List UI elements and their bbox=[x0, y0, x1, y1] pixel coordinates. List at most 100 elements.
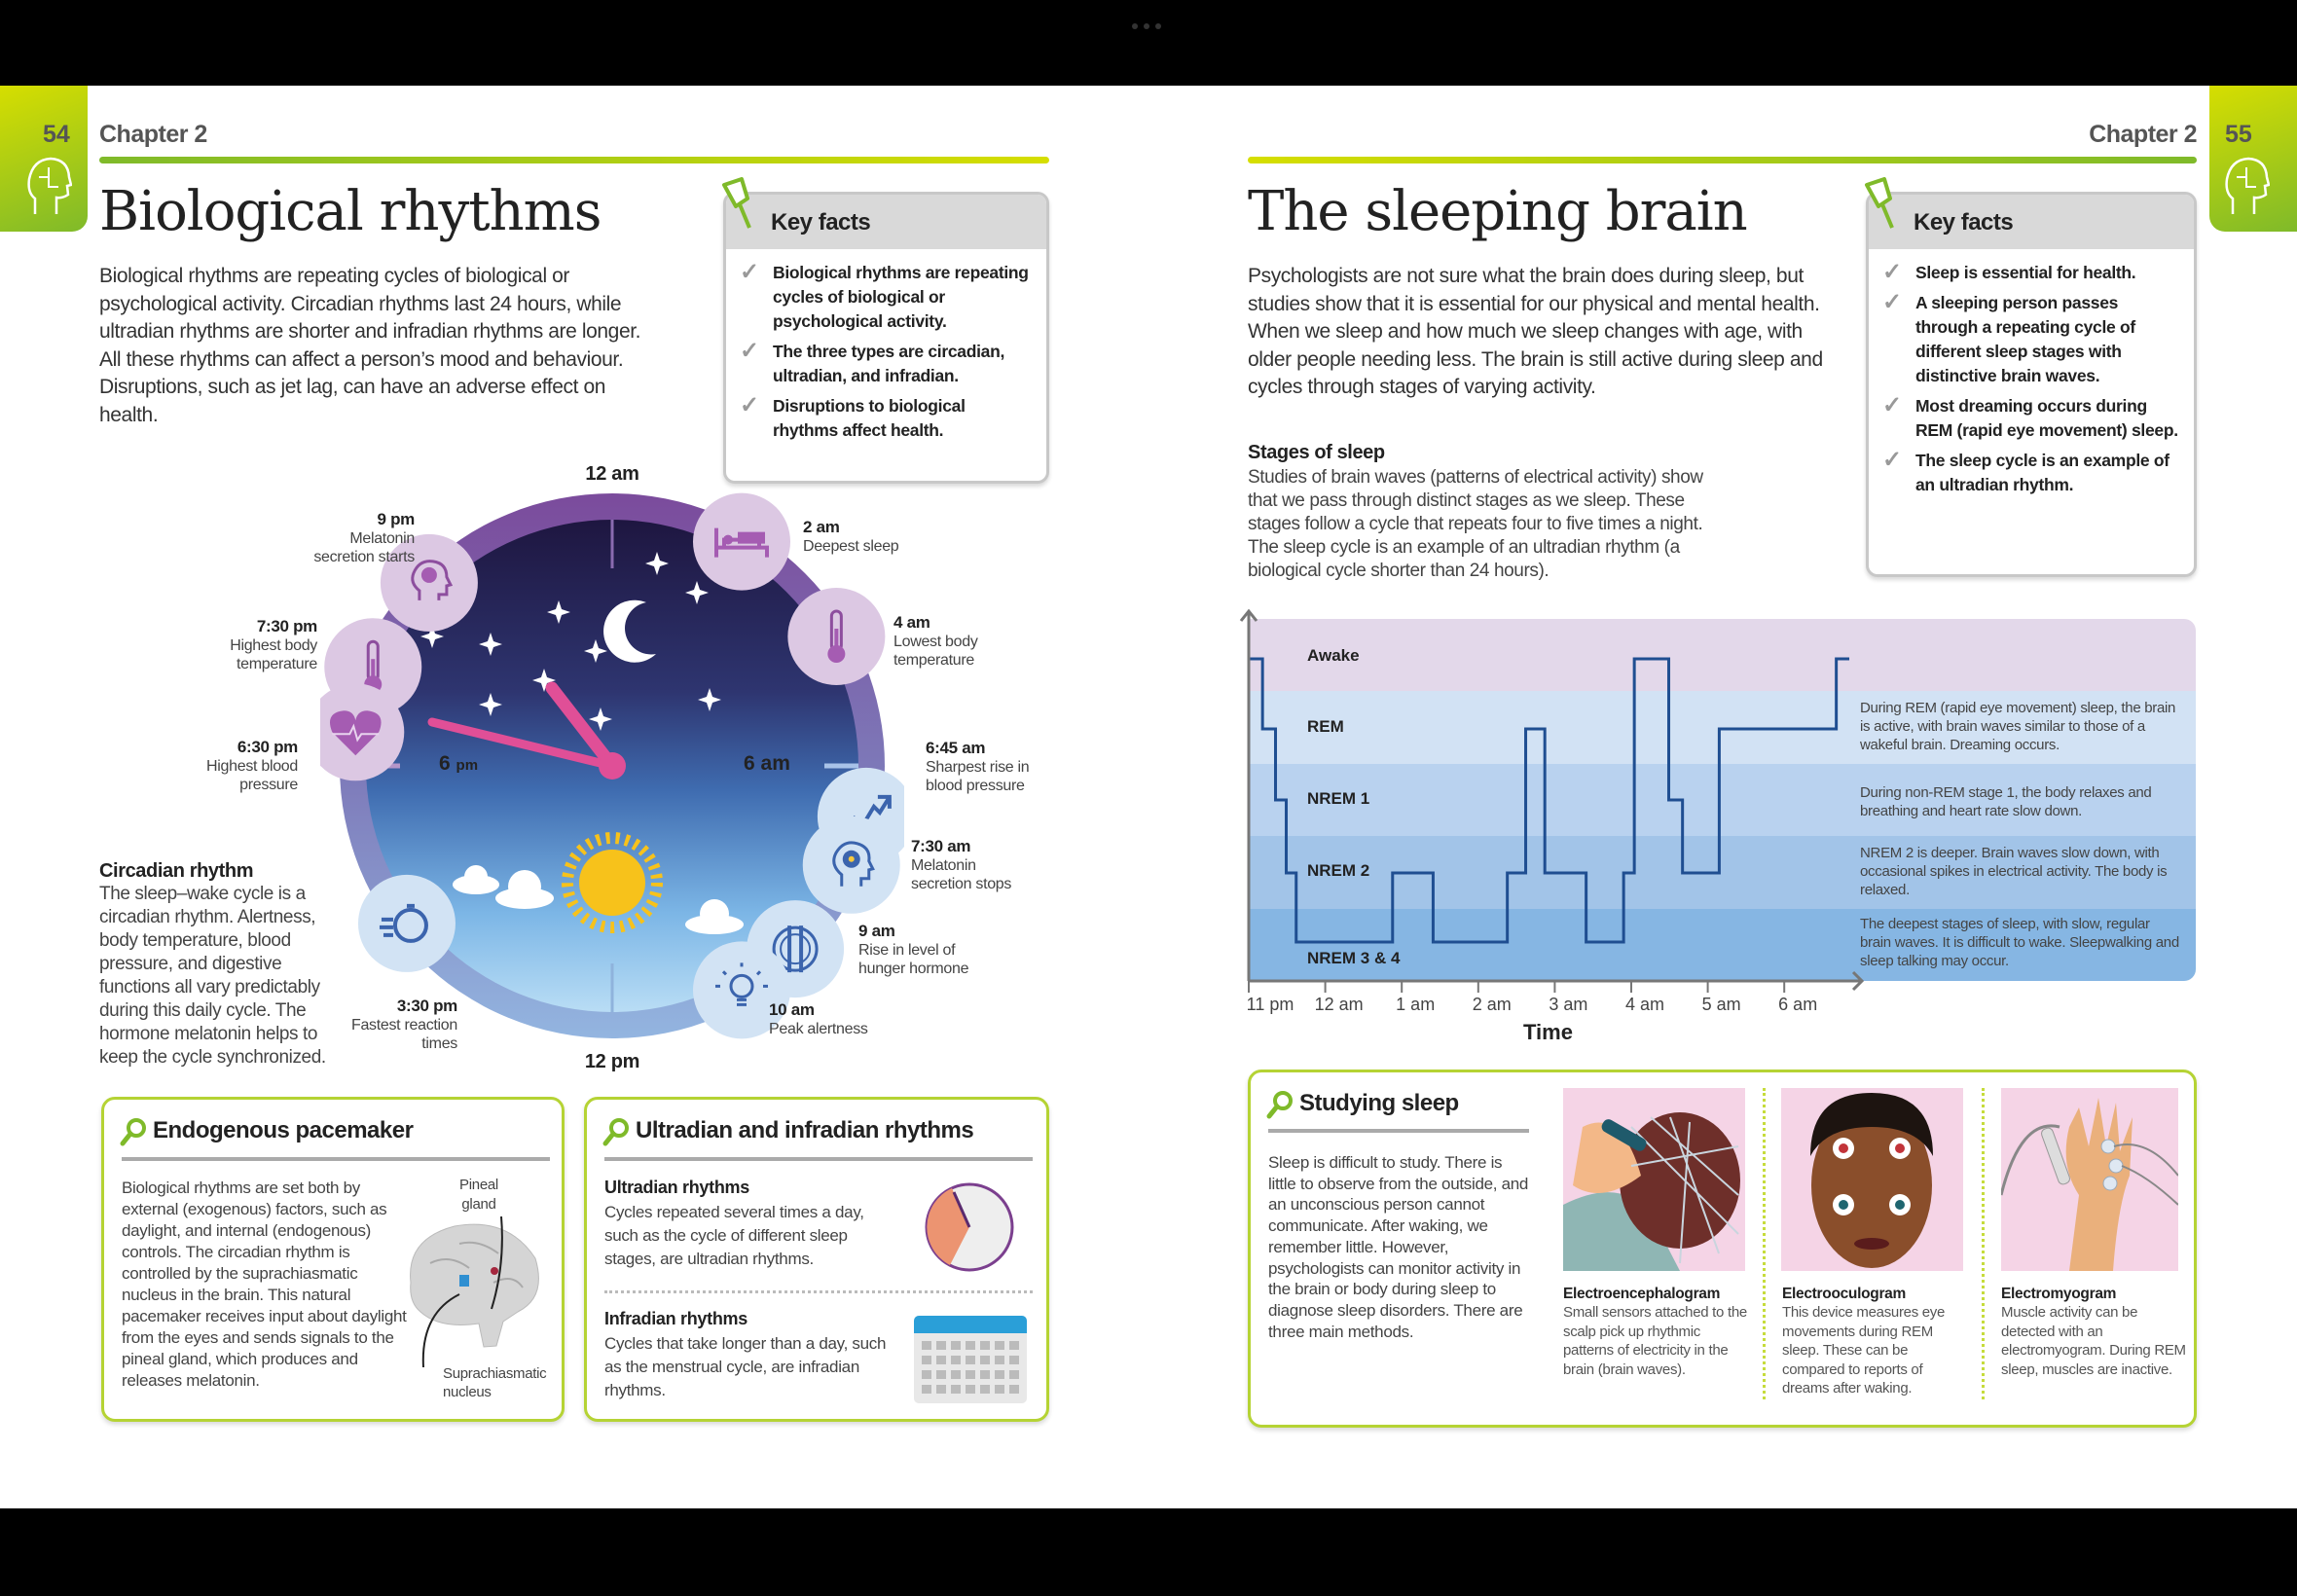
head-icon bbox=[380, 533, 478, 632]
page-number: 55 bbox=[2225, 121, 2252, 148]
eeg-illustration bbox=[1563, 1088, 1745, 1271]
stage-label: NREM 3 & 4 bbox=[1307, 949, 1401, 967]
stars bbox=[420, 552, 721, 731]
chart-plot bbox=[1239, 608, 1865, 993]
stage-description: During REM (rapid eye movement) sleep, t… bbox=[1860, 700, 2176, 754]
key-fact-item: ✓Sleep is essential for health. bbox=[1882, 259, 2136, 285]
clock-label-6pm: 6 pm bbox=[439, 752, 479, 775]
stage-label: NREM 2 bbox=[1307, 861, 1370, 880]
heart-icon bbox=[320, 683, 405, 781]
box-title: Studying sleep bbox=[1299, 1090, 1459, 1116]
stage-label: REM bbox=[1307, 717, 1344, 736]
check-icon: ✓ bbox=[740, 392, 759, 418]
y-axis-arrow bbox=[1239, 608, 1258, 622]
x-tick-label: 4 am bbox=[1624, 995, 1665, 1014]
key-fact-item: ✓The sleep cycle is an example of an ult… bbox=[1882, 449, 2178, 497]
scn-label: Suprachiasmatic nucleus bbox=[443, 1365, 547, 1400]
key-facts-box: Key facts ✓Sleep is essential for health… bbox=[1866, 192, 2197, 577]
check-icon: ✓ bbox=[1882, 259, 1902, 285]
puzzle-head-icon bbox=[2225, 157, 2270, 214]
bed-icon bbox=[693, 492, 790, 591]
magnifier-icon bbox=[120, 1118, 146, 1146]
x-tick-label: 5 am bbox=[1701, 995, 1741, 1014]
x-axis-arrow bbox=[1851, 970, 1865, 992]
header-rule bbox=[99, 157, 1049, 163]
clock-icon bbox=[925, 1182, 1014, 1272]
header-rule bbox=[1248, 157, 2197, 163]
intro-text: Psychologists are not sure what the brai… bbox=[1248, 265, 1823, 398]
x-axis-label: Time bbox=[1523, 1020, 1573, 1044]
pushpin-icon bbox=[1865, 177, 1894, 229]
ultradian-heading: Ultradian rhythms bbox=[604, 1178, 749, 1197]
chapter-label: Chapter 2 bbox=[99, 121, 207, 148]
stage-description: The deepest stages of sleep, with slow, … bbox=[1860, 915, 2179, 969]
chapter-label: Chapter 2 bbox=[2089, 121, 2197, 148]
key-fact-item: ✓Biological rhythms are repeating cycles… bbox=[740, 261, 1031, 334]
stage-band bbox=[1249, 619, 2196, 692]
clock-label-12am: 12 am bbox=[585, 463, 639, 485]
ultradian-infradian-box: Ultradian and infradian rhythms Ultradia… bbox=[584, 1097, 1049, 1422]
clouds bbox=[453, 865, 744, 934]
thermometer-icon bbox=[787, 588, 886, 685]
stage-band bbox=[1249, 763, 2196, 837]
check-icon: ✓ bbox=[1882, 392, 1902, 418]
x-tick-label: 2 am bbox=[1472, 995, 1512, 1014]
key-facts-heading: Key facts bbox=[726, 195, 1046, 249]
key-fact-item: ✓Disruptions to biological rhythms affec… bbox=[740, 394, 1031, 443]
pineal-gland-label: Pineal gland bbox=[459, 1177, 498, 1213]
ultradian-text: Cycles repeated several times a day, suc… bbox=[604, 1203, 864, 1268]
magnifier-icon bbox=[602, 1118, 629, 1146]
stages-heading: Stages of sleep bbox=[1248, 442, 1385, 463]
studying-text: Sleep is difficult to study. There is li… bbox=[1268, 1153, 1529, 1341]
endogenous-pacemaker-box: Endogenous pacemaker Biological rhythms … bbox=[101, 1097, 565, 1422]
page-number: 54 bbox=[43, 121, 70, 148]
hour-hand bbox=[545, 681, 619, 773]
clock-label-12pm: 12 pm bbox=[584, 1051, 640, 1072]
check-icon: ✓ bbox=[1882, 289, 1902, 315]
chapter-tab-right bbox=[2209, 86, 2297, 232]
window-handle-dots bbox=[1129, 18, 1168, 29]
sleep-stage-line bbox=[1249, 657, 1850, 944]
pushpin-icon bbox=[722, 177, 751, 229]
check-icon: ✓ bbox=[740, 338, 759, 364]
stopwatch-icon bbox=[357, 874, 456, 972]
key-fact-item: ✓Most dreaming occurs during REM (rapid … bbox=[1882, 394, 2178, 443]
infradian-heading: Infradian rhythms bbox=[604, 1309, 747, 1328]
infradian-text: Cycles that take longer than a day, such… bbox=[604, 1334, 887, 1399]
page-title: The sleeping brain bbox=[1248, 180, 1748, 243]
box-title: Ultradian and infradian rhythms bbox=[636, 1117, 974, 1143]
circadian-clock bbox=[320, 492, 904, 1039]
stage-description: During non-REM stage 1, the body relaxes… bbox=[1860, 783, 2152, 819]
intro-text: Biological rhythms are repeating cycles … bbox=[99, 265, 641, 426]
eog-illustration bbox=[1781, 1088, 1963, 1271]
stage-label: Awake bbox=[1307, 646, 1360, 665]
sun-icon bbox=[562, 832, 663, 933]
brain-head-icon bbox=[802, 816, 900, 914]
circadian-heading: Circadian rhythm bbox=[99, 860, 254, 882]
key-fact-item: ✓A sleeping person passes through a repe… bbox=[1882, 291, 2178, 388]
x-tick-label: 11 pm bbox=[1246, 995, 1294, 1014]
key-fact-item: ✓The three types are circadian, ultradia… bbox=[740, 340, 1031, 388]
x-tick-label: 6 am bbox=[1778, 995, 1818, 1014]
stage-band bbox=[1249, 908, 2196, 982]
x-tick-label: 1 am bbox=[1396, 995, 1436, 1014]
check-icon: ✓ bbox=[740, 259, 759, 285]
key-facts-heading: Key facts bbox=[1869, 195, 2194, 249]
stage-label: NREM 1 bbox=[1307, 789, 1370, 808]
key-facts-box: Key facts ✓Biological rhythms are repeat… bbox=[723, 192, 1049, 484]
magnifier-icon bbox=[1266, 1091, 1293, 1119]
stage-description: NREM 2 is deeper. Brain waves slow down,… bbox=[1860, 845, 2168, 899]
check-icon: ✓ bbox=[1882, 447, 1902, 473]
endogenous-text: Biological rhythms are set both by exter… bbox=[122, 1179, 407, 1390]
